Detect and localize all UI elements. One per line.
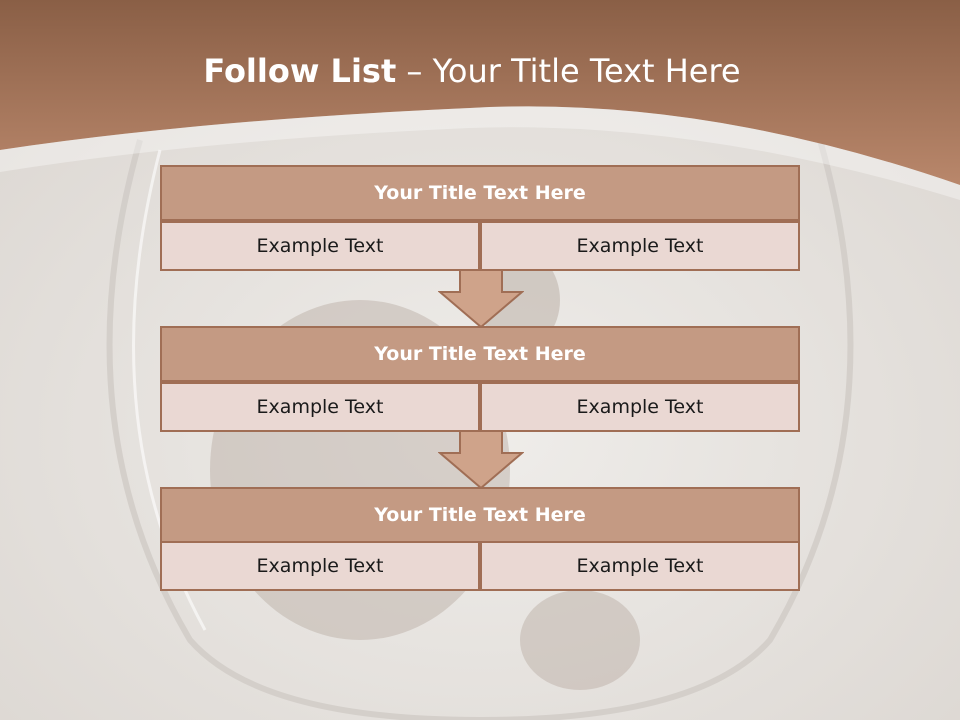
block-1-left-cell: Example Text bbox=[160, 221, 480, 271]
block-1-right-cell: Example Text bbox=[480, 221, 800, 271]
block-3-title: Your Title Text Here bbox=[160, 487, 800, 543]
block-2-left-cell: Example Text bbox=[160, 382, 480, 432]
down-arrow-icon bbox=[438, 270, 524, 328]
down-arrow-icon bbox=[438, 431, 524, 489]
slide-title-rest: – Your Title Text Here bbox=[396, 52, 741, 90]
block-2-right-cell: Example Text bbox=[480, 382, 800, 432]
block-2-title: Your Title Text Here bbox=[160, 326, 800, 382]
slide-title-bold: Follow List bbox=[203, 52, 397, 90]
slide-title: Follow List – Your Title Text Here bbox=[0, 52, 944, 90]
block-3-right-cell: Example Text bbox=[480, 541, 800, 591]
block-3-left-cell: Example Text bbox=[160, 541, 480, 591]
block-1-title: Your Title Text Here bbox=[160, 165, 800, 221]
